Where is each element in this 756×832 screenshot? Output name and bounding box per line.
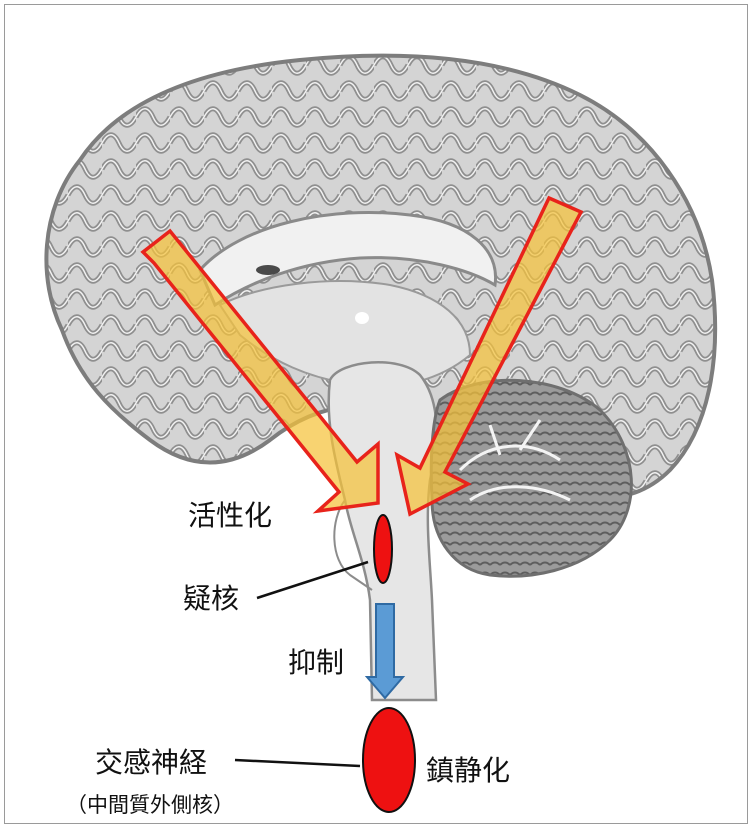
arrow-parietal-to-nucleus — [394, 195, 584, 517]
label-nucleus-ambiguus: 疑核 — [183, 582, 239, 615]
pineal-mark — [355, 312, 369, 324]
sympathetic-nucleus-shape — [362, 707, 416, 813]
activation-arrows — [140, 195, 584, 517]
leader-line-nucleus-ambiguus — [256, 560, 369, 600]
thalamus — [218, 280, 472, 388]
ventricle-mark — [256, 265, 280, 275]
label-activation: 活性化 — [188, 499, 272, 532]
label-inhibition: 抑制 — [288, 646, 344, 679]
leader-line-sympathetic — [234, 758, 361, 768]
label-sympathetic-sub: （中間質外側核） — [66, 793, 234, 817]
cerebellum — [429, 378, 633, 578]
label-sedation: 鎮静化 — [426, 754, 510, 787]
corpus-callosum — [198, 211, 498, 308]
arrow-frontal-to-nucleus — [140, 228, 380, 514]
label-sympathetic: 交感神経 — [95, 746, 207, 779]
nucleus-ambiguus-shape — [373, 514, 393, 584]
inhibition-arrow — [364, 603, 406, 700]
